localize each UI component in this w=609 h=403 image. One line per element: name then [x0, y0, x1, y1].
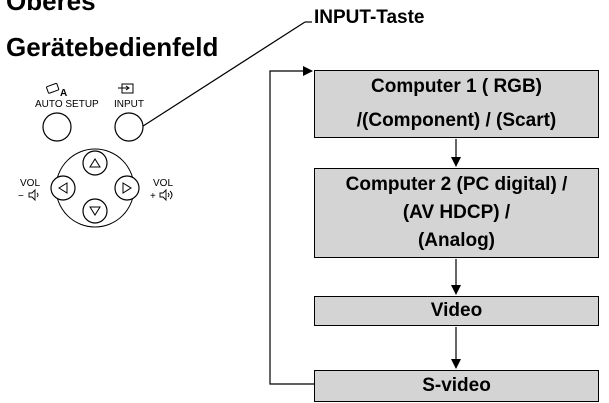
up-button[interactable] [82, 150, 108, 176]
box2-line-2: (AV HDCP) / [402, 202, 511, 223]
auto-setup-label: AUTO SETUP [35, 99, 99, 110]
vol-plus-label: VOL [153, 178, 173, 189]
down-button[interactable] [82, 198, 108, 224]
box3-label: Video [430, 300, 483, 321]
down-arrow-icon [89, 206, 101, 216]
speaker-plus-icon [159, 188, 173, 202]
vol-minus-sign: − [18, 191, 24, 202]
right-button[interactable] [114, 175, 140, 201]
right-arrow-icon [122, 182, 132, 194]
flow-box-s-video: S-video [314, 370, 599, 402]
up-arrow-icon [89, 158, 101, 168]
heading-line-1: Oberes [6, 0, 96, 16]
input-key-callout: INPUT-Taste [314, 7, 425, 28]
callout-leader-line [139, 21, 306, 129]
input-label: INPUT [114, 99, 144, 110]
box4-label: S-video [422, 375, 491, 396]
flow-box-video: Video [314, 296, 599, 326]
input-button[interactable] [114, 112, 144, 142]
flow-box-computer-1: Computer 1 ( RGB) /(Component) / (Scart) [314, 70, 599, 138]
box1-line-1: Computer 1 ( RGB) [371, 76, 542, 97]
box1-line-2: /(Component) / (Scart) [356, 110, 557, 131]
flow-box-computer-2: Computer 2 (PC digital) / (AV HDCP) / (A… [314, 168, 599, 258]
left-button[interactable] [50, 175, 76, 201]
auto-setup-button[interactable] [42, 112, 72, 142]
loop-back-arrow [269, 66, 314, 385]
speaker-minus-icon [28, 188, 39, 202]
auto-setup-icon: A [46, 82, 67, 99]
input-icon [118, 83, 134, 94]
heading-line-2: Gerätebedienfeld [6, 32, 219, 62]
vol-minus-label: VOL [20, 178, 40, 189]
vol-plus-sign: + [150, 191, 156, 202]
box2-line-3: (Analog) [417, 230, 496, 251]
box2-line-1: Computer 2 (PC digital) / [345, 174, 568, 195]
left-arrow-icon [58, 182, 68, 194]
auto-setup-symbol: A [60, 88, 67, 99]
